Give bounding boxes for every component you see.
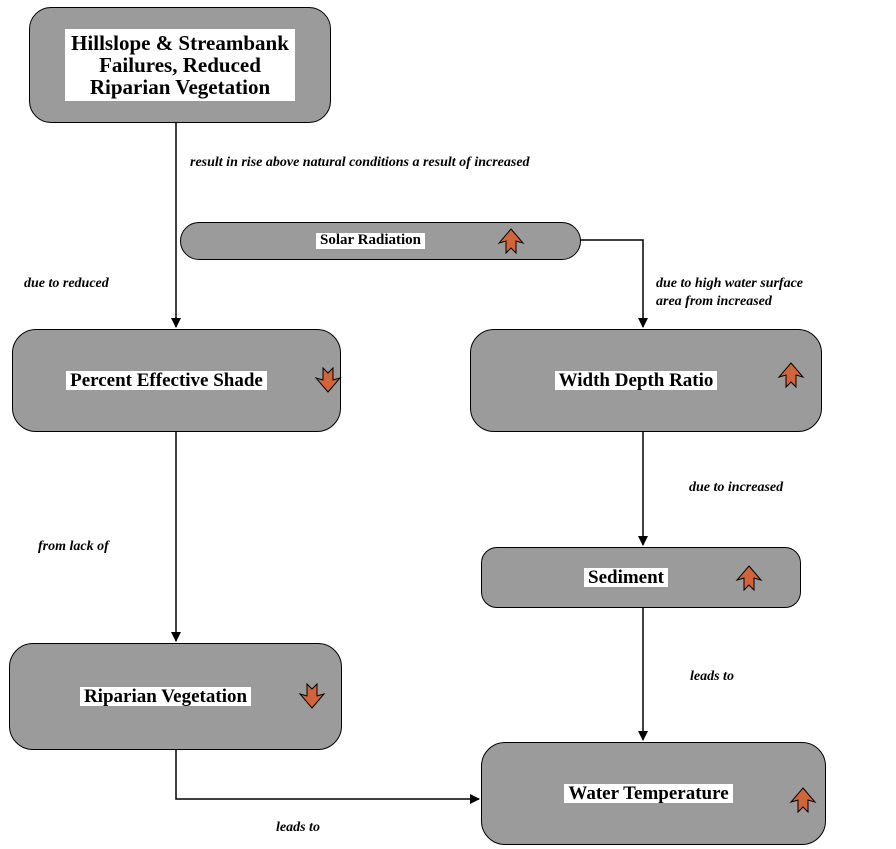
water-temp-up-arrow-icon: [789, 787, 817, 814]
solar-up-arrow-icon: [497, 228, 525, 255]
edge-label-from-lack-of: from lack of: [38, 539, 109, 554]
edge-label-due-to-high-1: due to high water surface: [656, 276, 804, 291]
shade-down-arrow-icon: [314, 366, 342, 393]
edge-riparian-to-watertemp: [175, 750, 480, 804]
solar-radiation-label: Solar Radiation: [316, 232, 425, 249]
edge-label-leads-to-riparian: leads to: [276, 820, 320, 835]
edge-label-leads-to-sediment: leads to: [690, 669, 734, 684]
width-depth-label: Width Depth Ratio: [554, 370, 718, 391]
edge-label-due-to-reduced: due to reduced: [24, 276, 109, 291]
sediment-label: Sediment: [584, 567, 668, 588]
water-temperature-label: Water Temperature: [564, 783, 733, 804]
riparian-label: Riparian Vegetation: [79, 686, 252, 707]
percent-shade-label: Percent Effective Shade: [66, 370, 267, 391]
water-temperature-node: Water Temperature: [481, 742, 826, 845]
edge-solar-to-widthdepth: [580, 239, 648, 328]
riparian-down-arrow-icon: [298, 682, 326, 709]
sediment-up-arrow-icon: [735, 565, 763, 592]
edge-label-rise: result in rise above natural conditions …: [190, 155, 530, 170]
percent-shade-node: Percent Effective Shade: [12, 329, 341, 432]
hillslope-node: Hillslope & Streambank Failures, Reduced…: [29, 7, 331, 123]
hillslope-label: Hillslope & Streambank Failures, Reduced…: [65, 28, 295, 102]
edge-label-due-to-high-2: area from increased: [656, 294, 772, 309]
width-depth-node: Width Depth Ratio: [470, 329, 822, 432]
riparian-node: Riparian Vegetation: [9, 643, 342, 750]
width-depth-up-arrow-icon: [777, 362, 805, 389]
edge-label-due-to-increased: due to increased: [689, 480, 784, 495]
